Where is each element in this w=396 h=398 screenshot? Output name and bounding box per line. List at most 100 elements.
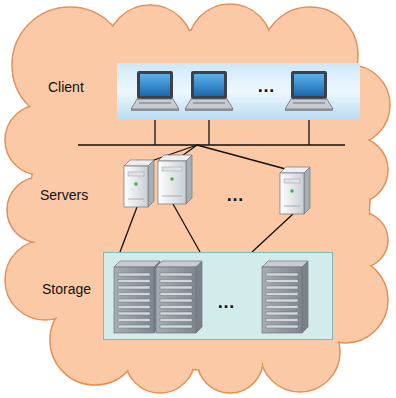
storage-rack-top — [156, 261, 202, 267]
storage-rack-top — [114, 261, 160, 267]
storage-rack-front — [262, 267, 302, 333]
server-tower — [280, 167, 310, 214]
ellipsis: … — [226, 186, 244, 206]
server-tower-top — [158, 155, 192, 161]
rack-slot — [118, 312, 150, 315]
server-tower — [158, 155, 192, 204]
text-slot: … — [257, 77, 275, 97]
rack-slot — [160, 325, 192, 328]
rack-slot — [160, 319, 192, 322]
rack-slot — [118, 306, 150, 309]
server-tower-side — [304, 167, 310, 214]
drive-bay — [284, 179, 300, 183]
network-wire — [308, 120, 309, 145]
rack-slot — [266, 299, 298, 302]
storage-rack-side — [302, 261, 308, 333]
cloud-shape — [5, 4, 390, 393]
node-illustration — [117, 63, 360, 120]
rack-slot — [266, 325, 298, 328]
vent-line — [284, 206, 300, 207]
server-tower-side — [148, 160, 154, 207]
network-wire — [173, 204, 200, 252]
text-slot: … — [217, 293, 235, 313]
storage-rack — [156, 261, 202, 333]
text-slot: Client — [48, 80, 84, 95]
laptop-edge — [185, 109, 233, 111]
text-slot: Servers — [40, 188, 88, 203]
laptop-icon — [285, 71, 333, 111]
network-wire — [208, 120, 209, 145]
drive-bay — [128, 172, 144, 176]
rack-slot — [160, 293, 192, 296]
rack-slot — [160, 273, 192, 276]
network-wire — [154, 120, 155, 145]
laptop-icon — [185, 71, 233, 111]
laptop-base — [285, 99, 333, 109]
power-led — [290, 189, 294, 193]
laptop-screen-frame — [137, 71, 173, 99]
laptop-icon — [131, 71, 179, 111]
rack-slot — [160, 299, 192, 302]
rack-slot — [118, 273, 150, 276]
rack-slot — [266, 306, 298, 309]
rack-slot — [160, 312, 192, 315]
server-tower-side — [186, 155, 192, 204]
drive-bay — [162, 167, 182, 171]
power-led — [170, 177, 174, 181]
laptop-keyboard — [193, 102, 225, 103]
rack-slot — [266, 319, 298, 322]
laptop-base — [185, 99, 233, 109]
client-band: … — [117, 63, 360, 120]
rack-slot — [160, 280, 192, 283]
laptop-screen — [140, 74, 170, 96]
cloud-fill — [31, 31, 369, 369]
ellipsis: … — [257, 77, 275, 97]
laptop-screen — [194, 74, 224, 96]
vent-line — [162, 196, 182, 197]
rack-slot — [266, 273, 298, 276]
storage-box: … — [103, 252, 333, 340]
text-slot: … — [226, 186, 244, 206]
rack-slot — [118, 293, 150, 296]
network-wires — [78, 120, 345, 252]
server-tower-top — [280, 167, 310, 173]
laptop-keyboard — [293, 102, 325, 103]
rack-slot — [266, 286, 298, 289]
rack-slot — [118, 280, 150, 283]
laptop-edge — [131, 109, 179, 111]
laptop-screen — [294, 74, 324, 96]
tier-label: Servers — [40, 188, 88, 203]
storage-rack — [114, 261, 160, 333]
server-tower-top — [124, 160, 154, 166]
storage-rack-front — [156, 267, 196, 333]
storage-rack-front — [114, 267, 154, 333]
text-slot: Storage — [42, 282, 91, 297]
server-tower — [124, 160, 154, 207]
network-wire — [78, 144, 345, 145]
network-wire — [252, 214, 293, 252]
vent-line — [128, 199, 144, 200]
server-tower-front — [158, 161, 186, 204]
laptop-edge — [285, 109, 333, 111]
power-led — [134, 182, 138, 186]
storage-rack-top — [262, 261, 308, 267]
rack-slot — [118, 299, 150, 302]
tier-label: Storage — [42, 282, 91, 297]
ellipsis: … — [217, 293, 235, 313]
rack-slot — [266, 280, 298, 283]
tier-label: Client — [48, 80, 84, 95]
laptop-base — [131, 99, 179, 109]
laptop-screen-frame — [291, 71, 327, 99]
rack-slot — [160, 286, 192, 289]
rack-slot — [160, 306, 192, 309]
server-tower-front — [124, 166, 148, 207]
laptop-screen-frame — [191, 71, 227, 99]
storage-rack — [262, 261, 308, 333]
laptop-keyboard — [139, 102, 171, 103]
rack-slot — [266, 293, 298, 296]
network-wire — [197, 145, 293, 171]
cloud-outline — [30, 30, 370, 370]
server-tower-front — [280, 173, 304, 214]
rack-slot — [118, 325, 150, 328]
